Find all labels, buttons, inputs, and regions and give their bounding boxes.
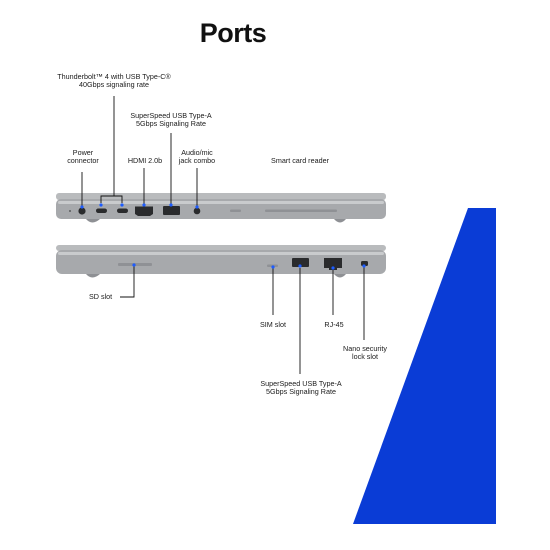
page-title: Ports	[199, 18, 267, 48]
thunderbolt-port-2	[117, 208, 128, 213]
label-power-connector: Power connector	[67, 148, 99, 166]
label-sim-slot: SIM slot	[260, 320, 286, 329]
laptop-left-side-view	[56, 193, 386, 223]
nano-lock-port	[361, 261, 368, 266]
usba-port-left	[163, 206, 180, 215]
label-smart-card-reader: Smart card reader	[271, 156, 329, 165]
label-audio-mic: Audio/mic jack combo	[178, 148, 216, 166]
decorative-blue-shape	[353, 208, 496, 524]
port-marker-dots	[80, 203, 366, 270]
rj45-port	[324, 258, 342, 270]
hdmi-port	[135, 206, 153, 216]
audio-port	[193, 207, 201, 215]
leader-lines	[81, 96, 365, 374]
thunderbolt-port-1	[96, 208, 107, 213]
label-hdmi: HDMI 2.0b	[127, 156, 163, 165]
label-usba-right: SuperSpeed USB Type-A 5Gbps Signaling Ra…	[260, 379, 342, 397]
power-port	[78, 207, 86, 215]
label-nano-security-lock: Nano security lock slot	[343, 344, 387, 362]
label-sd-slot: SD slot	[89, 292, 113, 301]
label-usba-left: SuperSpeed USB Type-A 5Gbps Signaling Ra…	[130, 111, 212, 129]
laptop-right-side-view	[56, 245, 386, 278]
smart-card-slot	[265, 209, 337, 212]
usba-port-right	[292, 258, 309, 267]
label-rj45: RJ-45	[324, 320, 344, 329]
label-thunderbolt: Thunderbolt™ 4 with USB Type-C® 40Gbps s…	[57, 72, 171, 90]
